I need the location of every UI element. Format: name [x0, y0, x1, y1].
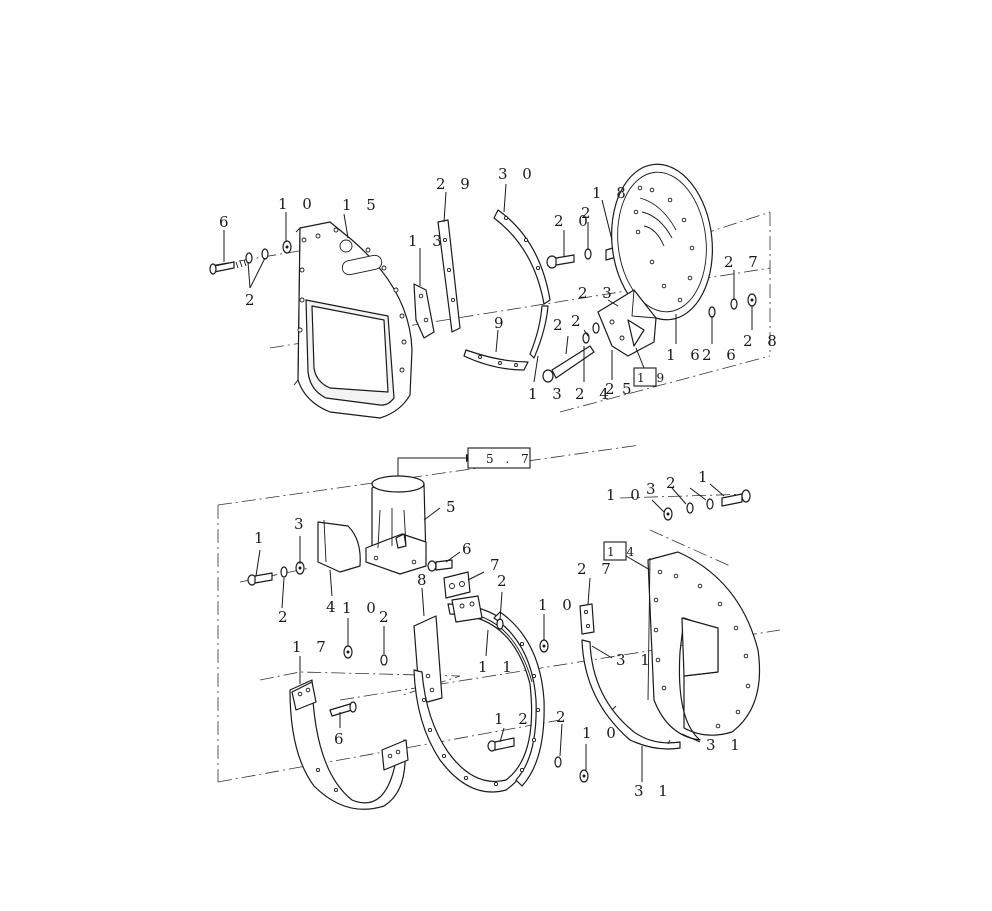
upper-right-fasteners: [708, 293, 757, 318]
lower-bolt-6-strap: [329, 701, 357, 717]
part-13-strip-left: [413, 283, 435, 339]
callout-9: 9: [494, 314, 509, 332]
callout-10-lower-right: 1 0: [582, 724, 621, 742]
callout-2-hub: 2: [581, 204, 596, 222]
part-7-bracket: [443, 571, 471, 599]
upper-leader-lines: [223, 183, 753, 383]
callout-1-lower-left: 1: [254, 529, 269, 547]
callout-28: 2 8: [743, 332, 782, 350]
callout-2-right-set: 2: [666, 474, 681, 492]
callout-16: 1 6: [666, 346, 705, 364]
callout-13-upper: 1 3: [408, 232, 447, 250]
callout-5-bracket: 5: [622, 380, 637, 398]
lower-bolt-6: [427, 559, 453, 572]
callout-29: 2 9: [436, 175, 475, 193]
callout-1-right-set: 1: [698, 468, 713, 486]
callout-31-bottom: 3 1: [634, 782, 673, 800]
ref-19-text: 1 9: [637, 371, 668, 385]
callout-13-lower: 1 3: [528, 385, 567, 403]
callout-6-upper: 6: [219, 213, 234, 231]
lower-middle-nuts: [343, 618, 549, 666]
callout-2-lower-right: 2: [556, 708, 571, 726]
part-16-disc: [611, 163, 713, 321]
part-13-curved-strip: [529, 305, 549, 359]
part-12-bolt: [487, 737, 589, 783]
part-11-ring-band: [413, 595, 545, 793]
callout-2-bolt: 2: [553, 316, 568, 334]
callout-2-middle: 2: [379, 608, 394, 626]
callout-10-upper: 1 0: [278, 195, 317, 213]
callout-10-middle: 1 0: [342, 599, 381, 617]
part-29-bar: [437, 219, 461, 333]
callout-31-right: 3 1: [706, 736, 745, 754]
upper-bolt-axis: [214, 249, 306, 266]
lower-assembly: 5 . 7: [217, 444, 781, 810]
part-31-liners: [581, 639, 681, 750]
callout-27-lower: 2 7: [577, 560, 616, 578]
callout-6-strap: 6: [334, 730, 349, 748]
lower-guide-14: [649, 529, 731, 567]
lower-left-bolt-set: [247, 561, 305, 586]
callout-2-ring-top: 2: [497, 572, 512, 590]
part-30-curved-strip: [493, 209, 551, 305]
part-14-side-plate: [647, 551, 761, 741]
callout-3-right-set: 3: [646, 480, 661, 498]
callout-labels: 6 1 0 1 5 2 1 3 2 9 3 0 9 1 3 2 0 2 1 8 …: [219, 165, 782, 800]
upper-bolt-set: [209, 240, 292, 275]
part-20-bolt: [546, 248, 592, 269]
callout-8: 8: [417, 571, 432, 589]
callout-27-upper: 2 7: [724, 253, 763, 271]
callout-23: 2 3: [578, 284, 617, 302]
lower-guide-17: [259, 671, 461, 697]
part-17-u-strap: [289, 679, 409, 810]
callout-2-bracket: 2: [571, 312, 586, 330]
callout-7: 7: [490, 556, 505, 574]
callout-6-housing: 6: [462, 540, 477, 558]
part-5-housing: [365, 475, 427, 575]
callout-10-ring: 1 0: [538, 596, 577, 614]
callout-18: 1 8: [592, 184, 631, 202]
callout-2-upper-left: 2: [245, 291, 260, 309]
part-15-side-plate: [293, 221, 413, 419]
callout-2-lower-bracket: 2: [605, 380, 620, 398]
part-24-bolt: [542, 322, 600, 383]
upper-assembly: 1 9: [209, 163, 771, 419]
callout-17: 1 7: [292, 638, 331, 656]
part-9-segment: [463, 349, 529, 371]
callout-12: 1 2: [494, 710, 533, 728]
lower-right-bolt-set: [663, 489, 751, 521]
callout-3-lower-left: 3: [294, 515, 309, 533]
upper-frame-top: [654, 211, 771, 251]
ref-box-14: 1 4: [603, 541, 651, 571]
part-27-plate: [579, 603, 595, 635]
callout-4: 4: [326, 598, 341, 616]
lower-frame-top: [217, 444, 641, 506]
callout-31-upper: 3 1: [616, 651, 655, 669]
callout-20: 2 0: [554, 212, 593, 230]
lower-leader-lines: [255, 483, 725, 782]
callout-26: 2 6: [702, 346, 741, 364]
ref-57-text: 5 . 7: [486, 452, 533, 466]
part-23-bracket: [597, 289, 657, 357]
callout-2-lower-left: 2: [278, 608, 293, 626]
ref-14-text: 1 4: [607, 545, 638, 559]
callout-5-housing: 5: [446, 498, 461, 516]
callout-30: 3 0: [498, 165, 537, 183]
part-4-plate: [317, 519, 361, 573]
lower-bolt-axis-right: [619, 493, 751, 499]
ref-box-19: 1 9: [633, 367, 668, 387]
callout-11: 1 1: [478, 658, 517, 676]
upper-frame-bottom: [559, 355, 771, 413]
ref-box-5-7: 5 . 7: [397, 447, 533, 476]
callout-24: 2 4: [575, 385, 614, 403]
callout-10-right-set: 1 0: [606, 486, 645, 504]
callout-15: 1 5: [342, 196, 381, 214]
